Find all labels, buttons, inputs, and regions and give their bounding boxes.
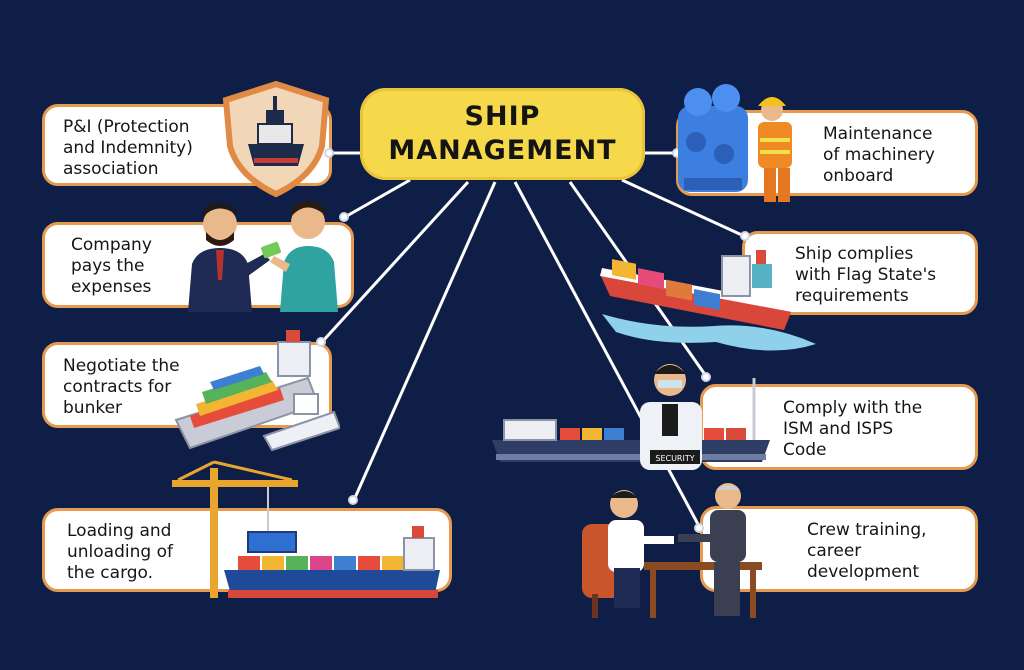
connector-dot (740, 231, 750, 241)
shield-ship-icon (222, 80, 330, 198)
card-crew: Crew training, career development (700, 506, 978, 592)
connector-dot (694, 523, 704, 533)
card-text: P&I (Protection and Indemnity) associati… (63, 117, 193, 179)
crane-ship-icon (172, 460, 440, 598)
card-flag-state: Ship complies with Flag State's requirem… (742, 231, 978, 315)
connector-crew (513, 181, 702, 529)
connector-flag (621, 178, 745, 238)
connector-dot (316, 337, 326, 347)
card-text: Maintenance of machinery onboard (823, 124, 935, 186)
businessmen-icon (188, 201, 338, 312)
connector-cargo (352, 181, 497, 501)
card-text: Loading and unloading of the cargo. (67, 521, 173, 583)
engine-worker-icon (678, 84, 792, 202)
card-text: Comply with the ISM and ISPS Code (783, 398, 923, 460)
card-text: Company pays the expenses (71, 235, 152, 297)
title-line-1: SHIP (464, 101, 541, 132)
title-line-2: MANAGEMENT (388, 135, 617, 166)
card-text: Ship complies with Flag State's requirem… (795, 244, 937, 306)
connector-company (344, 178, 411, 219)
crew-interview-icon (582, 483, 762, 618)
connector-dot (339, 212, 349, 222)
container-ships-icon (174, 330, 340, 452)
card-text: Negotiate the contracts for bunker (63, 356, 180, 418)
connector-dot (324, 148, 334, 158)
card-text: Crew training, career development (807, 520, 927, 582)
connector-bunker (320, 180, 470, 344)
connector-dot (348, 495, 358, 505)
security-label: SECURITY (655, 454, 694, 463)
cargo-ship-waves-icon (600, 250, 816, 351)
security-guard-ship-icon: SECURITY (492, 364, 770, 470)
connector-dot (701, 372, 711, 382)
ship-management-title: SHIP MANAGEMENT (360, 88, 645, 180)
